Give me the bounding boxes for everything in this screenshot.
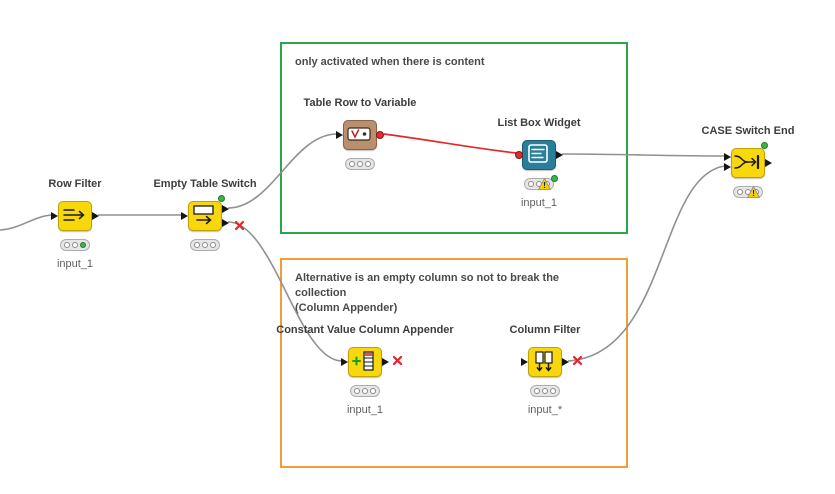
node-table-row-to-variable[interactable]: Table Row to Variable <box>240 96 480 170</box>
case-switch-end-icon[interactable] <box>724 142 772 178</box>
traffic-yellow-slot <box>362 388 368 394</box>
case-switch-end-input-port-2[interactable] <box>724 163 731 171</box>
node-empty-table-switch-label: Empty Table Switch <box>153 178 257 190</box>
edge-flowvar-to-list-box-widget[interactable] <box>383 133 517 154</box>
edge-list-box-to-case-switch-end[interactable] <box>561 153 726 157</box>
empty-table-switch-input-port[interactable] <box>181 212 188 220</box>
column-filter-traffic-light <box>530 385 560 397</box>
executed-state-dot <box>218 195 225 202</box>
empty-table-switch-output-port-active[interactable] <box>222 205 229 213</box>
warning-triangle-icon: ! <box>746 185 761 198</box>
warning-triangle-icon: ! <box>537 177 552 190</box>
case-switch-end-glyph-icon <box>734 154 760 170</box>
executed-state-dot <box>551 175 558 182</box>
traffic-green-slot <box>550 388 556 394</box>
table-row-to-variable-traffic-light <box>345 158 375 170</box>
constant-value-column-appender-input-port[interactable] <box>341 358 348 366</box>
executed-state-dot <box>761 142 768 149</box>
column-filter-icon[interactable] <box>521 347 583 377</box>
row-filter-input-port[interactable] <box>51 212 58 220</box>
traffic-red-slot <box>354 388 360 394</box>
case-switch-end-traffic-light: ! <box>733 185 763 198</box>
case-switch-end-input-port-1[interactable] <box>724 153 731 161</box>
traffic-yellow-slot <box>72 242 78 248</box>
node-case-switch-end[interactable]: CASE Switch End ! <box>628 124 835 198</box>
empty-table-switch-glyph-icon <box>193 205 214 225</box>
table-row-to-variable-icon[interactable] <box>336 120 384 150</box>
node-constant-value-column-appender-label: Constant Value Column Appender <box>276 324 454 336</box>
traffic-yellow-slot <box>542 388 548 394</box>
table-row-to-variable-glyph-icon <box>347 127 371 141</box>
constant-value-column-appender-port-label: input_1 <box>346 404 384 416</box>
annotation-alternative[interactable]: Alternative is an empty column so not to… <box>280 258 628 468</box>
list-box-widget-traffic-light: ! <box>524 175 558 190</box>
empty-table-switch-icon[interactable] <box>181 195 245 231</box>
node-row-filter[interactable]: Row Filter input_1 <box>0 177 195 271</box>
node-empty-table-switch[interactable]: Empty Table Switch <box>85 177 325 251</box>
node-constant-value-column-appender[interactable]: Constant Value Column Appender input_1 <box>245 323 485 417</box>
constant-value-column-appender-traffic-light <box>350 385 380 397</box>
column-filter-glyph-icon <box>535 351 553 372</box>
table-row-to-variable-flowvar-output-port[interactable] <box>376 131 384 139</box>
list-box-widget-output-port[interactable] <box>556 151 563 159</box>
row-filter-port-label: input_1 <box>56 258 94 270</box>
traffic-red-slot <box>194 242 200 248</box>
edge-switch-to-constant-value-appender[interactable] <box>227 221 343 362</box>
traffic-green-slot <box>370 388 376 394</box>
traffic-green-slot <box>365 161 371 167</box>
edge-incoming-to-row-filter[interactable] <box>0 214 53 231</box>
constant-value-column-appender-output-port[interactable] <box>382 358 389 366</box>
column-filter-port-label: input_* <box>527 404 563 416</box>
column-filter-input-port[interactable] <box>521 358 528 366</box>
constant-value-column-appender-icon[interactable] <box>341 347 403 377</box>
row-filter-output-port[interactable] <box>92 212 99 220</box>
edge-switch-to-table-row-to-variable[interactable] <box>227 133 338 209</box>
traffic-red-slot <box>534 388 540 394</box>
case-switch-end-output-port[interactable] <box>765 159 772 167</box>
empty-table-switch-traffic-light <box>190 239 220 251</box>
node-row-filter-label: Row Filter <box>48 178 102 190</box>
traffic-red-slot <box>737 189 743 195</box>
edge-column-filter-to-case-switch-end[interactable] <box>567 165 726 362</box>
annotation-active-content[interactable]: only activated when there is content <box>280 42 628 234</box>
row-filter-traffic-light <box>60 239 90 251</box>
node-column-filter[interactable]: Column Filter input_* <box>425 323 665 417</box>
traffic-green-slot <box>210 242 216 248</box>
traffic-red-slot <box>64 242 70 248</box>
constant-value-column-appender-glyph-icon <box>352 351 374 371</box>
svg-text:!: ! <box>752 188 755 198</box>
annotation-alternative-title: Alternative is an empty column so not to… <box>295 272 560 314</box>
column-filter-output-port[interactable] <box>562 358 569 366</box>
node-column-filter-label: Column Filter <box>509 324 581 336</box>
list-box-widget-input-port[interactable] <box>515 151 523 159</box>
node-list-box-widget-label: List Box Widget <box>497 117 581 129</box>
list-box-glyph-icon <box>528 144 548 163</box>
table-row-to-variable-input-port[interactable] <box>336 131 343 139</box>
row-filter-icon[interactable] <box>51 201 99 231</box>
empty-table-switch-output-port-inactive[interactable] <box>222 219 229 227</box>
traffic-green-slot <box>80 242 86 248</box>
node-case-switch-end-label: CASE Switch End <box>701 125 795 137</box>
node-list-box-widget[interactable]: List Box Widget ! input_1 <box>419 116 659 210</box>
traffic-yellow-slot <box>202 242 208 248</box>
list-box-widget-icon[interactable] <box>515 140 563 170</box>
svg-text:!: ! <box>543 180 546 190</box>
annotation-active-content-title: only activated when there is content <box>295 56 485 68</box>
node-table-row-to-variable-label: Table Row to Variable <box>303 97 417 109</box>
traffic-yellow-slot <box>357 161 363 167</box>
traffic-red-slot <box>349 161 355 167</box>
traffic-red-slot <box>528 181 534 187</box>
row-filter-glyph-icon <box>63 209 85 221</box>
list-box-widget-port-label: input_1 <box>520 197 558 209</box>
